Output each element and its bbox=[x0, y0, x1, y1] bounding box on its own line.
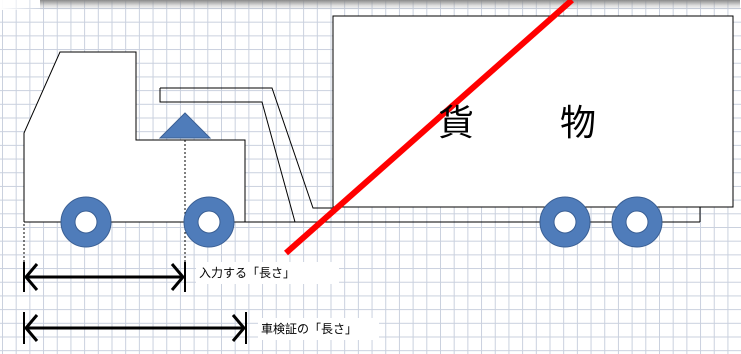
dimension-arrow-input-length bbox=[23, 262, 186, 292]
cargo-label-char-1: 貨 bbox=[438, 103, 475, 144]
tractor-outline bbox=[23, 51, 246, 222]
red-slash-line bbox=[284, 0, 574, 256]
triangle-marker-icon bbox=[158, 112, 212, 139]
wheel-icon bbox=[539, 196, 591, 248]
trailer-neck-inner bbox=[159, 88, 296, 223]
top-shadow bbox=[40, 0, 740, 10]
wheel-icon bbox=[60, 196, 112, 248]
cargo-label-char-2: 物 bbox=[560, 103, 597, 144]
trailer-neck-outer bbox=[160, 87, 333, 209]
inspection-length-label: 車検証の「長さ」 bbox=[258, 318, 379, 340]
dimension-arrow-inspection-length bbox=[23, 312, 247, 344]
wheel-icon bbox=[611, 196, 663, 248]
wheel-icon bbox=[183, 196, 235, 248]
cargo-box bbox=[332, 15, 734, 208]
input-length-label: 入力する「長さ」 bbox=[196, 262, 339, 284]
top-shadow-fade bbox=[0, 0, 40, 10]
